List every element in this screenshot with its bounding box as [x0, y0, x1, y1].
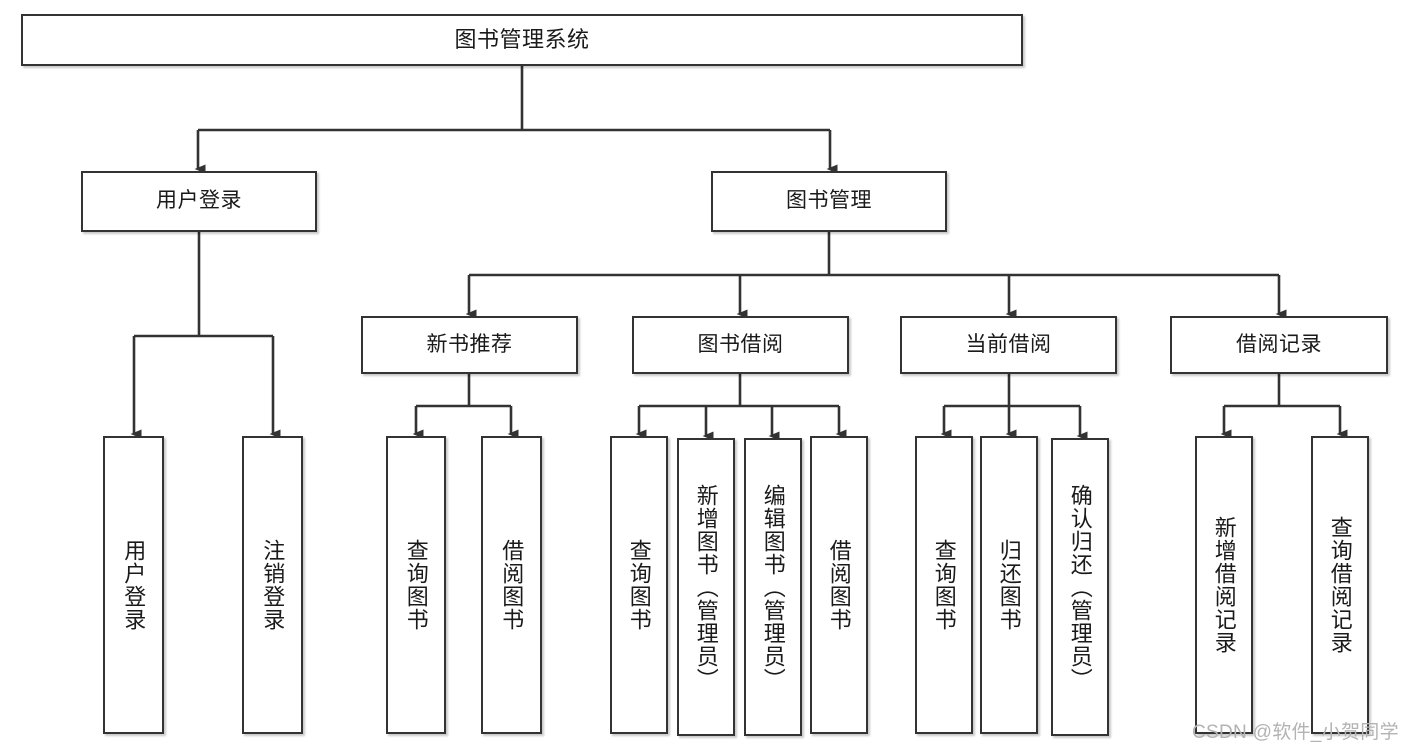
node-root-label: 图书管理系统: [454, 27, 590, 53]
leaf-query-book-2-label: 查询图书: [626, 539, 652, 631]
node-user-login[interactable]: 用户登录: [81, 171, 317, 232]
watermark: CSDN @软件_小贺同学: [1192, 722, 1399, 743]
leaf-logout-label: 注销登录: [260, 539, 286, 631]
node-book-borrow-label: 图书借阅: [697, 332, 784, 356]
leaf-add-record-label: 新增借阅记录: [1211, 516, 1237, 654]
leaf-edit-book-label: 编辑图书（管理员）: [760, 483, 786, 691]
leaf-confirm-return-label: 确认归还（管理员）: [1067, 483, 1093, 691]
leaf-add-record[interactable]: 新增借阅记录: [1195, 436, 1253, 734]
node-book-manage-label: 图书管理: [786, 189, 872, 213]
leaf-query-record[interactable]: 查询借阅记录: [1311, 436, 1369, 734]
leaf-user-login[interactable]: 用户登录: [103, 436, 164, 734]
leaf-query-book-3-label: 查询图书: [931, 539, 957, 631]
node-user-login-label: 用户登录: [156, 189, 242, 213]
node-new-book-recommend[interactable]: 新书推荐: [361, 316, 578, 374]
leaf-confirm-return[interactable]: 确认归还（管理员）: [1051, 438, 1109, 736]
leaf-query-record-label: 查询借阅记录: [1327, 516, 1353, 654]
leaf-query-book-1-label: 查询图书: [403, 539, 429, 631]
leaf-edit-book[interactable]: 编辑图书（管理员）: [744, 438, 802, 736]
leaf-add-book[interactable]: 新增图书（管理员）: [677, 438, 735, 736]
leaf-add-book-label: 新增图书（管理员）: [693, 483, 719, 691]
leaf-logout[interactable]: 注销登录: [242, 436, 303, 734]
node-current-borrow-label: 当前借阅: [965, 332, 1052, 356]
leaf-borrow-book-1[interactable]: 借阅图书: [481, 436, 542, 734]
leaf-return-book[interactable]: 归还图书: [980, 436, 1038, 734]
node-borrow-record-label: 借阅记录: [1236, 332, 1322, 356]
node-borrow-record[interactable]: 借阅记录: [1170, 316, 1388, 374]
node-book-borrow[interactable]: 图书借阅: [632, 316, 849, 374]
leaf-query-book-2[interactable]: 查询图书: [610, 436, 668, 734]
leaf-return-book-label: 归还图书: [996, 539, 1022, 631]
node-book-manage[interactable]: 图书管理: [711, 171, 947, 232]
leaf-query-book-3[interactable]: 查询图书: [915, 436, 973, 734]
node-root[interactable]: 图书管理系统: [21, 14, 1023, 66]
leaf-query-book-1[interactable]: 查询图书: [386, 436, 446, 734]
leaf-borrow-book-1-label: 借阅图书: [499, 539, 525, 631]
node-current-borrow[interactable]: 当前借阅: [900, 316, 1117, 374]
leaf-borrow-book-2[interactable]: 借阅图书: [810, 436, 868, 734]
leaf-user-login-label: 用户登录: [121, 539, 147, 631]
node-new-book-recommend-label: 新书推荐: [426, 332, 513, 356]
leaf-borrow-book-2-label: 借阅图书: [826, 539, 852, 631]
